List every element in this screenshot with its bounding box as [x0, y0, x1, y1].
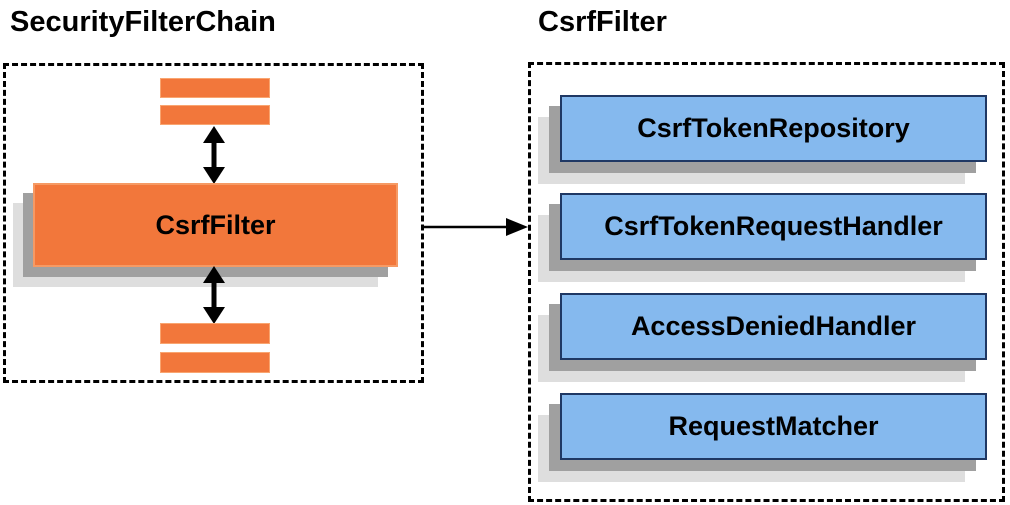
csrf-filter-title: CsrfFilter — [538, 6, 667, 38]
component-label: CsrfTokenRequestHandler — [604, 211, 943, 241]
filter-bar — [160, 323, 270, 344]
security-filter-chain-container — [3, 63, 424, 383]
component-access-denied-handler: AccessDeniedHandler — [560, 293, 987, 360]
csrf-filter-node-label: CsrfFilter — [155, 209, 276, 240]
filter-bar — [160, 105, 270, 125]
up-down-arrow-icon — [203, 266, 225, 324]
component-csrf-token-repository: CsrfTokenRepository — [560, 95, 987, 162]
up-down-arrow-icon — [203, 126, 225, 184]
component-label: AccessDeniedHandler — [630, 311, 917, 341]
csrf-filter-components-container — [528, 62, 1005, 502]
security-filter-chain-title: SecurityFilterChain — [10, 6, 276, 38]
component-label: CsrfTokenRepository — [637, 113, 910, 143]
csrf-filter-node: CsrfFilter — [33, 183, 398, 267]
component-request-matcher: RequestMatcher — [560, 393, 987, 460]
component-csrf-token-request-handler: CsrfTokenRequestHandler — [560, 193, 987, 260]
right-arrow-icon — [422, 218, 528, 236]
filter-bar — [160, 78, 270, 98]
filter-bar — [160, 352, 270, 373]
component-label: RequestMatcher — [668, 411, 879, 441]
